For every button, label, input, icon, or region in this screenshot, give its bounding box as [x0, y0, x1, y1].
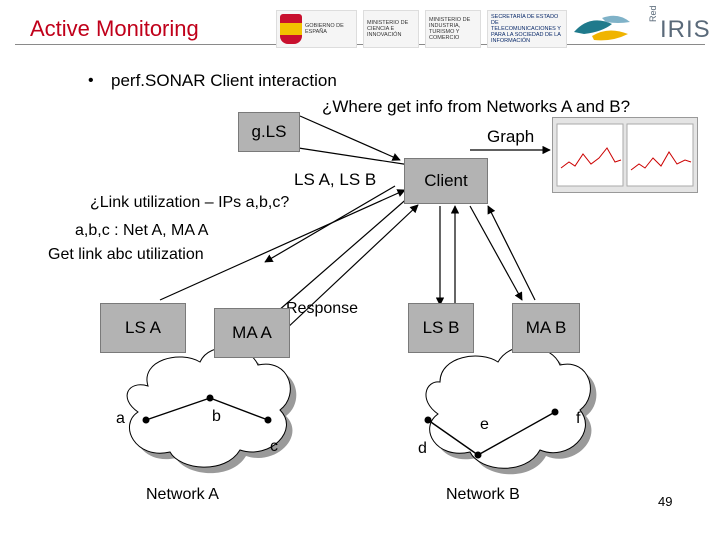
slide-title: Active Monitoring — [30, 16, 199, 41]
ma-b-box: MA B — [512, 303, 580, 353]
answer-line-1: a,b,c : Net A, MA A — [75, 222, 209, 239]
node-b-label: b — [212, 408, 221, 425]
arrow-client-to-ma-a — [269, 195, 411, 319]
ma-a-box: MA A — [214, 308, 290, 358]
network-a-label: Network A — [146, 486, 219, 503]
gls-box: g.LS — [238, 112, 300, 152]
arrow-ma-b-to-client — [487, 205, 536, 301]
rediris-logo: Red IRIS — [572, 5, 712, 48]
node-a-dot — [142, 416, 150, 424]
node-c-dot — [264, 416, 272, 424]
rediris-emblem-icon — [574, 15, 630, 41]
ls-b-box: LS B — [408, 303, 474, 353]
node-c-label: c — [270, 438, 278, 455]
arrow-client-to-gls — [291, 143, 411, 166]
secretaria-text: SECRETARÍA DE ESTADO DE TELECOMUNICACION… — [491, 14, 561, 44]
graph-screenshot — [552, 117, 698, 193]
node-d-dot — [424, 416, 432, 424]
response-label: Response — [286, 300, 359, 317]
rediris-name: IRIS — [660, 16, 711, 43]
graph-label: Graph — [487, 127, 535, 146]
title-divider — [15, 44, 705, 45]
ls-ab-label: LS A, LS B — [294, 170, 377, 189]
client-box: Client — [404, 158, 488, 204]
node-e-label: e — [480, 416, 489, 433]
network-b-cloud — [425, 346, 597, 475]
node-d-label: d — [418, 440, 427, 457]
node-f-dot — [551, 408, 559, 416]
min-ciencia-logo: MINISTERIO DE CIENCIA E INNOVACIÓN — [363, 10, 419, 48]
arrow-ls-a-to-client — [159, 189, 406, 301]
network-nodes — [142, 394, 559, 459]
network-links — [145, 397, 556, 456]
graph-thumbnail-icon — [556, 123, 694, 187]
node-b-dot — [206, 394, 214, 402]
node-f-label: f — [576, 410, 581, 427]
arrow-gls-to-client — [299, 115, 401, 161]
message-arrows — [159, 115, 551, 331]
question-where: ¿Where get info from Networks A and B? — [322, 97, 631, 116]
network-b-label: Network B — [446, 486, 520, 503]
network-a-cloud — [126, 347, 297, 474]
bullet-marker: • — [88, 72, 94, 89]
bullet-text: perf.SONAR Client interaction — [111, 71, 337, 90]
answer-line-2: Get link abc utilization — [48, 246, 204, 263]
arrow-ma-a-to-client — [284, 204, 419, 331]
node-e-dot — [474, 451, 482, 459]
question-link: ¿Link utilization – IPs a,b,c? — [90, 194, 290, 211]
node-a-label: a — [116, 410, 125, 427]
coat-of-arms-icon — [280, 14, 302, 44]
min-industria-logo: MINISTERIO DE INDUSTRIA, TURISMO Y COMER… — [425, 10, 481, 48]
gob-espana-text: GOBIERNO DE ESPAÑA — [305, 23, 344, 35]
min-ciencia-text: MINISTERIO DE CIENCIA E INNOVACIÓN — [367, 20, 409, 38]
ls-a-box: LS A — [100, 303, 186, 353]
min-industria-text: MINISTERIO DE INDUSTRIA, TURISMO Y COMER… — [429, 17, 471, 41]
arrow-client-to-ma-b — [469, 205, 523, 301]
page-number: 49 — [658, 494, 673, 509]
secretaria-logo: SECRETARÍA DE ESTADO DE TELECOMUNICACION… — [487, 10, 567, 48]
logo-strip: GOBIERNO DE ESPAÑA MINISTERIO DE CIENCIA… — [276, 10, 567, 48]
gob-espana-logo: GOBIERNO DE ESPAÑA — [276, 10, 357, 48]
